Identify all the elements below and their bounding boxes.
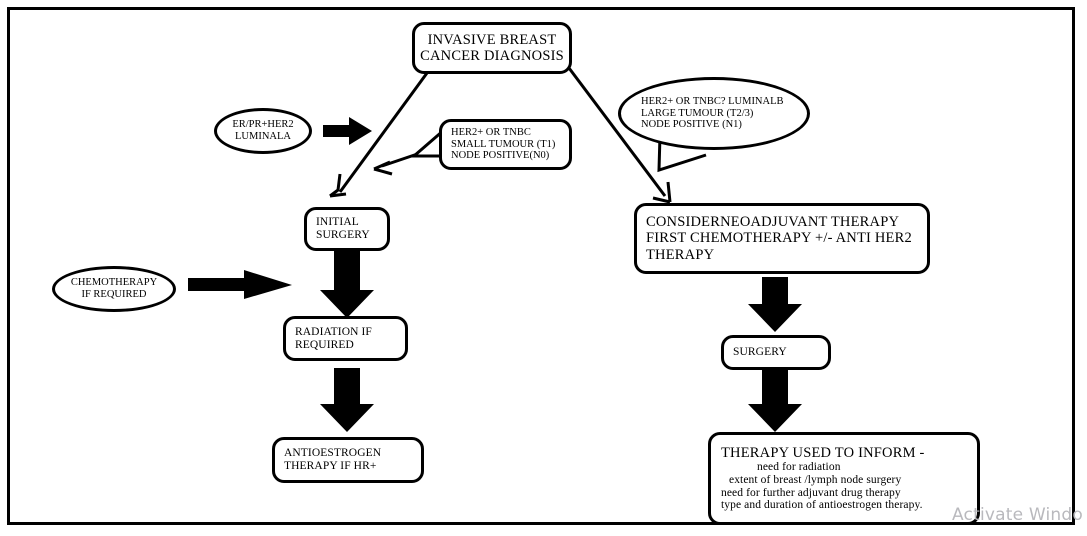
- node-initial-surgery[interactable]: INITIAL SURGERY: [304, 207, 390, 251]
- node-her2-tnbc-small-tumour[interactable]: HER2+ OR TNBC SMALL TUMOUR (T1) NODE POS…: [439, 119, 572, 170]
- node-therapy-used-to-inform[interactable]: THERAPY USED TO INFORM - need for radiat…: [708, 432, 980, 525]
- her2-small-line-1: HER2+ OR TNBC: [451, 126, 531, 138]
- neoadjuvant-line-2: FIRST CHEMOTHERAPY +/- ANTI HER2: [646, 230, 912, 247]
- luminala-line-1: ER/PR+HER2: [232, 119, 294, 131]
- chemotherapy-line-2: IF REQUIRED: [81, 289, 147, 300]
- her2-large-line-3: NODE POSITIVE (N1): [641, 119, 742, 131]
- node-her2-tnbc-luminalb-large-tumour[interactable]: HER2+ OR TNBC? LUMINALB LARGE TUMOUR (T2…: [618, 77, 810, 150]
- chemotherapy-line-1: CHEMOTHERAPY: [70, 277, 158, 289]
- initial-surgery-line-2: SURGERY: [316, 229, 370, 241]
- therapy-used-line-2: extent of breast /lymph node surgery: [729, 473, 902, 486]
- diagnosis-line-2: CANCER DIAGNOSIS: [420, 48, 564, 64]
- initial-surgery-line-1: INITIAL: [316, 216, 359, 229]
- her2-small-line-3: NODE POSITIVE(N0): [451, 150, 550, 162]
- her2-small-line-2: SMALL TUMOUR (T1): [451, 138, 556, 150]
- luminala-line-2: LUMINALA: [235, 131, 291, 142]
- diagnosis-line-1: INVASIVE BREAST: [427, 31, 557, 48]
- therapy-used-line-3: need for further adjuvant drug therapy: [721, 486, 901, 499]
- her2-large-line-2: LARGE TUMOUR (T2/3): [641, 107, 754, 119]
- block-arrow-surgery-to-therapy-used: [748, 369, 802, 432]
- neoadjuvant-line-1: CONSIDERNEOADJUVANT THERAPY: [646, 214, 900, 231]
- page-border: [7, 7, 1075, 525]
- block-arrow-initial-surgery-to-radiation: [320, 250, 374, 318]
- node-chemotherapy-if-required[interactable]: CHEMOTHERAPY IF REQUIRED: [52, 266, 176, 312]
- therapy-used-line-1: need for radiation: [757, 460, 841, 473]
- therapy-used-line-4: type and duration of antioestrogen thera…: [721, 499, 923, 512]
- arrow-her2-small-to-initial-surgery: [373, 143, 445, 176]
- node-er-pr-her2-luminala[interactable]: ER/PR+HER2 LUMINALA: [214, 108, 312, 154]
- therapy-used-heading: THERAPY USED TO INFORM -: [721, 444, 925, 461]
- activate-windows-watermark: Activate Windo: [952, 505, 1083, 525]
- node-radiation-if-required[interactable]: RADIATION IF REQUIRED: [283, 316, 408, 361]
- node-antioestrogen-therapy[interactable]: ANTIOESTROGEN THERAPY IF HR+: [272, 437, 424, 483]
- block-arrow-chemotherapy-right: [188, 270, 292, 299]
- radiation-line-1: RADIATION IF: [295, 325, 372, 338]
- node-invasive-breast-cancer-diagnosis[interactable]: INVASIVE BREAST CANCER DIAGNOSIS: [412, 22, 572, 74]
- node-consider-neoadjuvant-therapy[interactable]: CONSIDERNEOADJUVANT THERAPY FIRST CHEMOT…: [634, 203, 930, 274]
- her2-large-line-1: HER2+ OR TNBC? LUMINALB: [641, 95, 784, 107]
- antioestrogen-line-1: ANTIOESTROGEN: [284, 447, 382, 460]
- block-arrow-radiation-to-antioestrogen: [320, 368, 374, 432]
- arrow-diagnosis-to-initial-surgery: [329, 72, 429, 198]
- block-arrow-neoadjuvant-to-surgery: [748, 277, 802, 332]
- node-surgery[interactable]: SURGERY: [721, 335, 831, 370]
- neoadjuvant-line-3: THERAPY: [646, 246, 715, 263]
- radiation-line-2: REQUIRED: [295, 338, 354, 351]
- surgery-line-1: SURGERY: [733, 346, 787, 359]
- block-arrow-luminala-right: [323, 117, 372, 145]
- antioestrogen-line-2: THERAPY IF HR+: [284, 460, 377, 472]
